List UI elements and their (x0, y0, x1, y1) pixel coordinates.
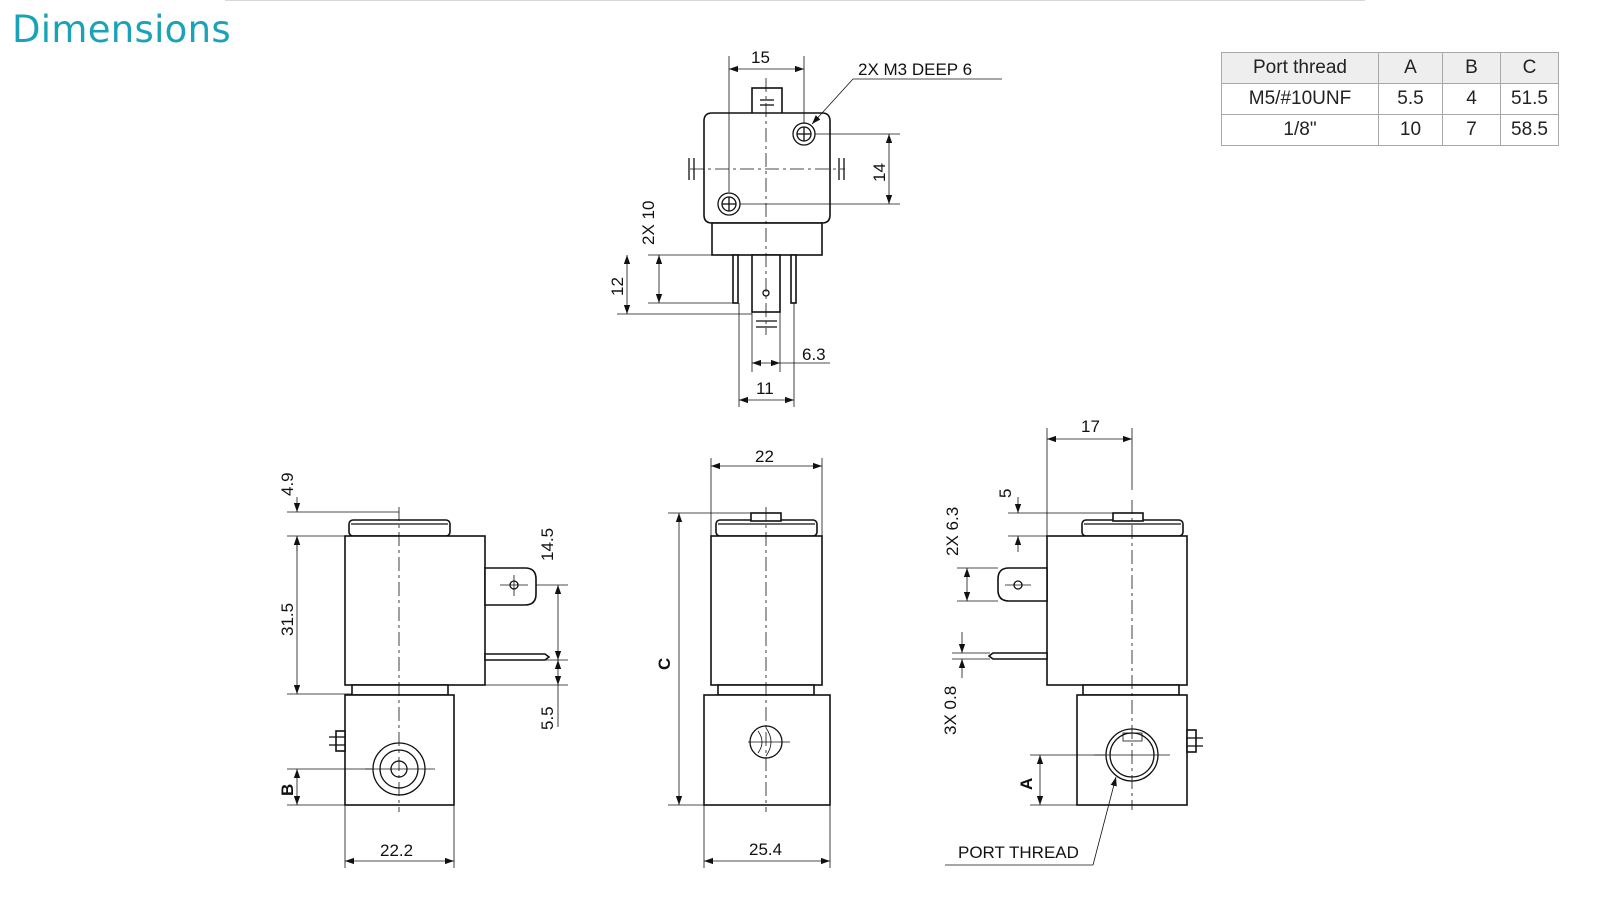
dim-3x0-8-label: 3X 0.8 (941, 686, 960, 735)
coil-cap (715, 519, 818, 537)
dim-2x10-label: 2X 10 (639, 201, 658, 245)
dim-31-5-label: 31.5 (278, 603, 297, 636)
pin-left (732, 254, 739, 304)
dim-b-label: B (278, 784, 297, 796)
coil-collar (351, 684, 449, 696)
valve-base (703, 694, 831, 806)
coil-body (710, 535, 823, 686)
dim-6-3-label: 6.3 (802, 345, 826, 364)
left-view: 4.9 31.5 14.5 5.5 B 22.2 (278, 472, 568, 868)
side-stud (1186, 729, 1197, 753)
header-rule (225, 0, 1365, 1)
dim-15-label: 15 (751, 48, 770, 67)
header-a: A (1378, 52, 1443, 84)
header-b: B (1442, 52, 1501, 84)
dim-17-label: 17 (1081, 417, 1100, 436)
cell-c: 58.5 (1500, 114, 1559, 146)
header-port-thread: Port thread (1221, 52, 1379, 84)
pin-right (790, 254, 797, 304)
dim-25-4-label: 25.4 (749, 840, 782, 859)
right-view: 17 5 2X 6.3 3X 0.8 A PORT THREAD (941, 417, 1203, 866)
coil-cap (1081, 519, 1184, 537)
pin-wire (987, 652, 1048, 660)
note-m3-label: 2X M3 DEEP 6 (858, 60, 972, 79)
header-c: C (1500, 52, 1559, 84)
dimension-table: Port thread A B C M5/#10UNF 5.5 4 51.5 1… (1221, 52, 1559, 146)
dim-14-label: 14 (870, 163, 889, 182)
top-view: 15 2X M3 DEEP 6 14 2X 10 12 6.3 11 (608, 48, 1002, 407)
coil-body (1046, 535, 1188, 686)
dim-22-label: 22 (755, 447, 774, 466)
coil-collar (1082, 684, 1180, 696)
dim-2x6-3-label: 2X 6.3 (943, 507, 962, 556)
dim-5-5-label: 5.5 (538, 706, 557, 730)
dim-22-2-label: 22.2 (380, 841, 413, 860)
dim-12-label: 12 (608, 277, 627, 296)
table-row: M5/#10UNF 5.5 4 51.5 (1221, 83, 1559, 115)
cell-c: 51.5 (1500, 83, 1559, 115)
front-view: 22 C 25.4 (655, 447, 831, 868)
note-port-thread-label: PORT THREAD (958, 843, 1079, 862)
base-top (711, 222, 823, 256)
top-knob (751, 87, 783, 115)
cell-port-thread: 1/8" (1221, 114, 1379, 146)
pin-wire (484, 653, 551, 661)
side-stud (335, 730, 346, 752)
table-row: 1/8" 10 7 58.5 (1221, 114, 1559, 146)
dim-4-9-label: 4.9 (278, 472, 297, 496)
cell-a: 10 (1378, 114, 1443, 146)
coil-cap (348, 519, 451, 537)
coil-body (344, 535, 486, 686)
page-title: Dimensions (12, 8, 231, 51)
dim-11-label: 11 (756, 379, 774, 398)
dim-5-label: 5 (996, 489, 1015, 498)
table-header-row: Port thread A B C (1221, 52, 1559, 84)
dim-a-label: A (1017, 778, 1036, 790)
cell-port-thread: M5/#10UNF (1221, 83, 1379, 115)
dim-c-label: C (655, 658, 674, 670)
dim-14-5-label: 14.5 (538, 528, 557, 561)
